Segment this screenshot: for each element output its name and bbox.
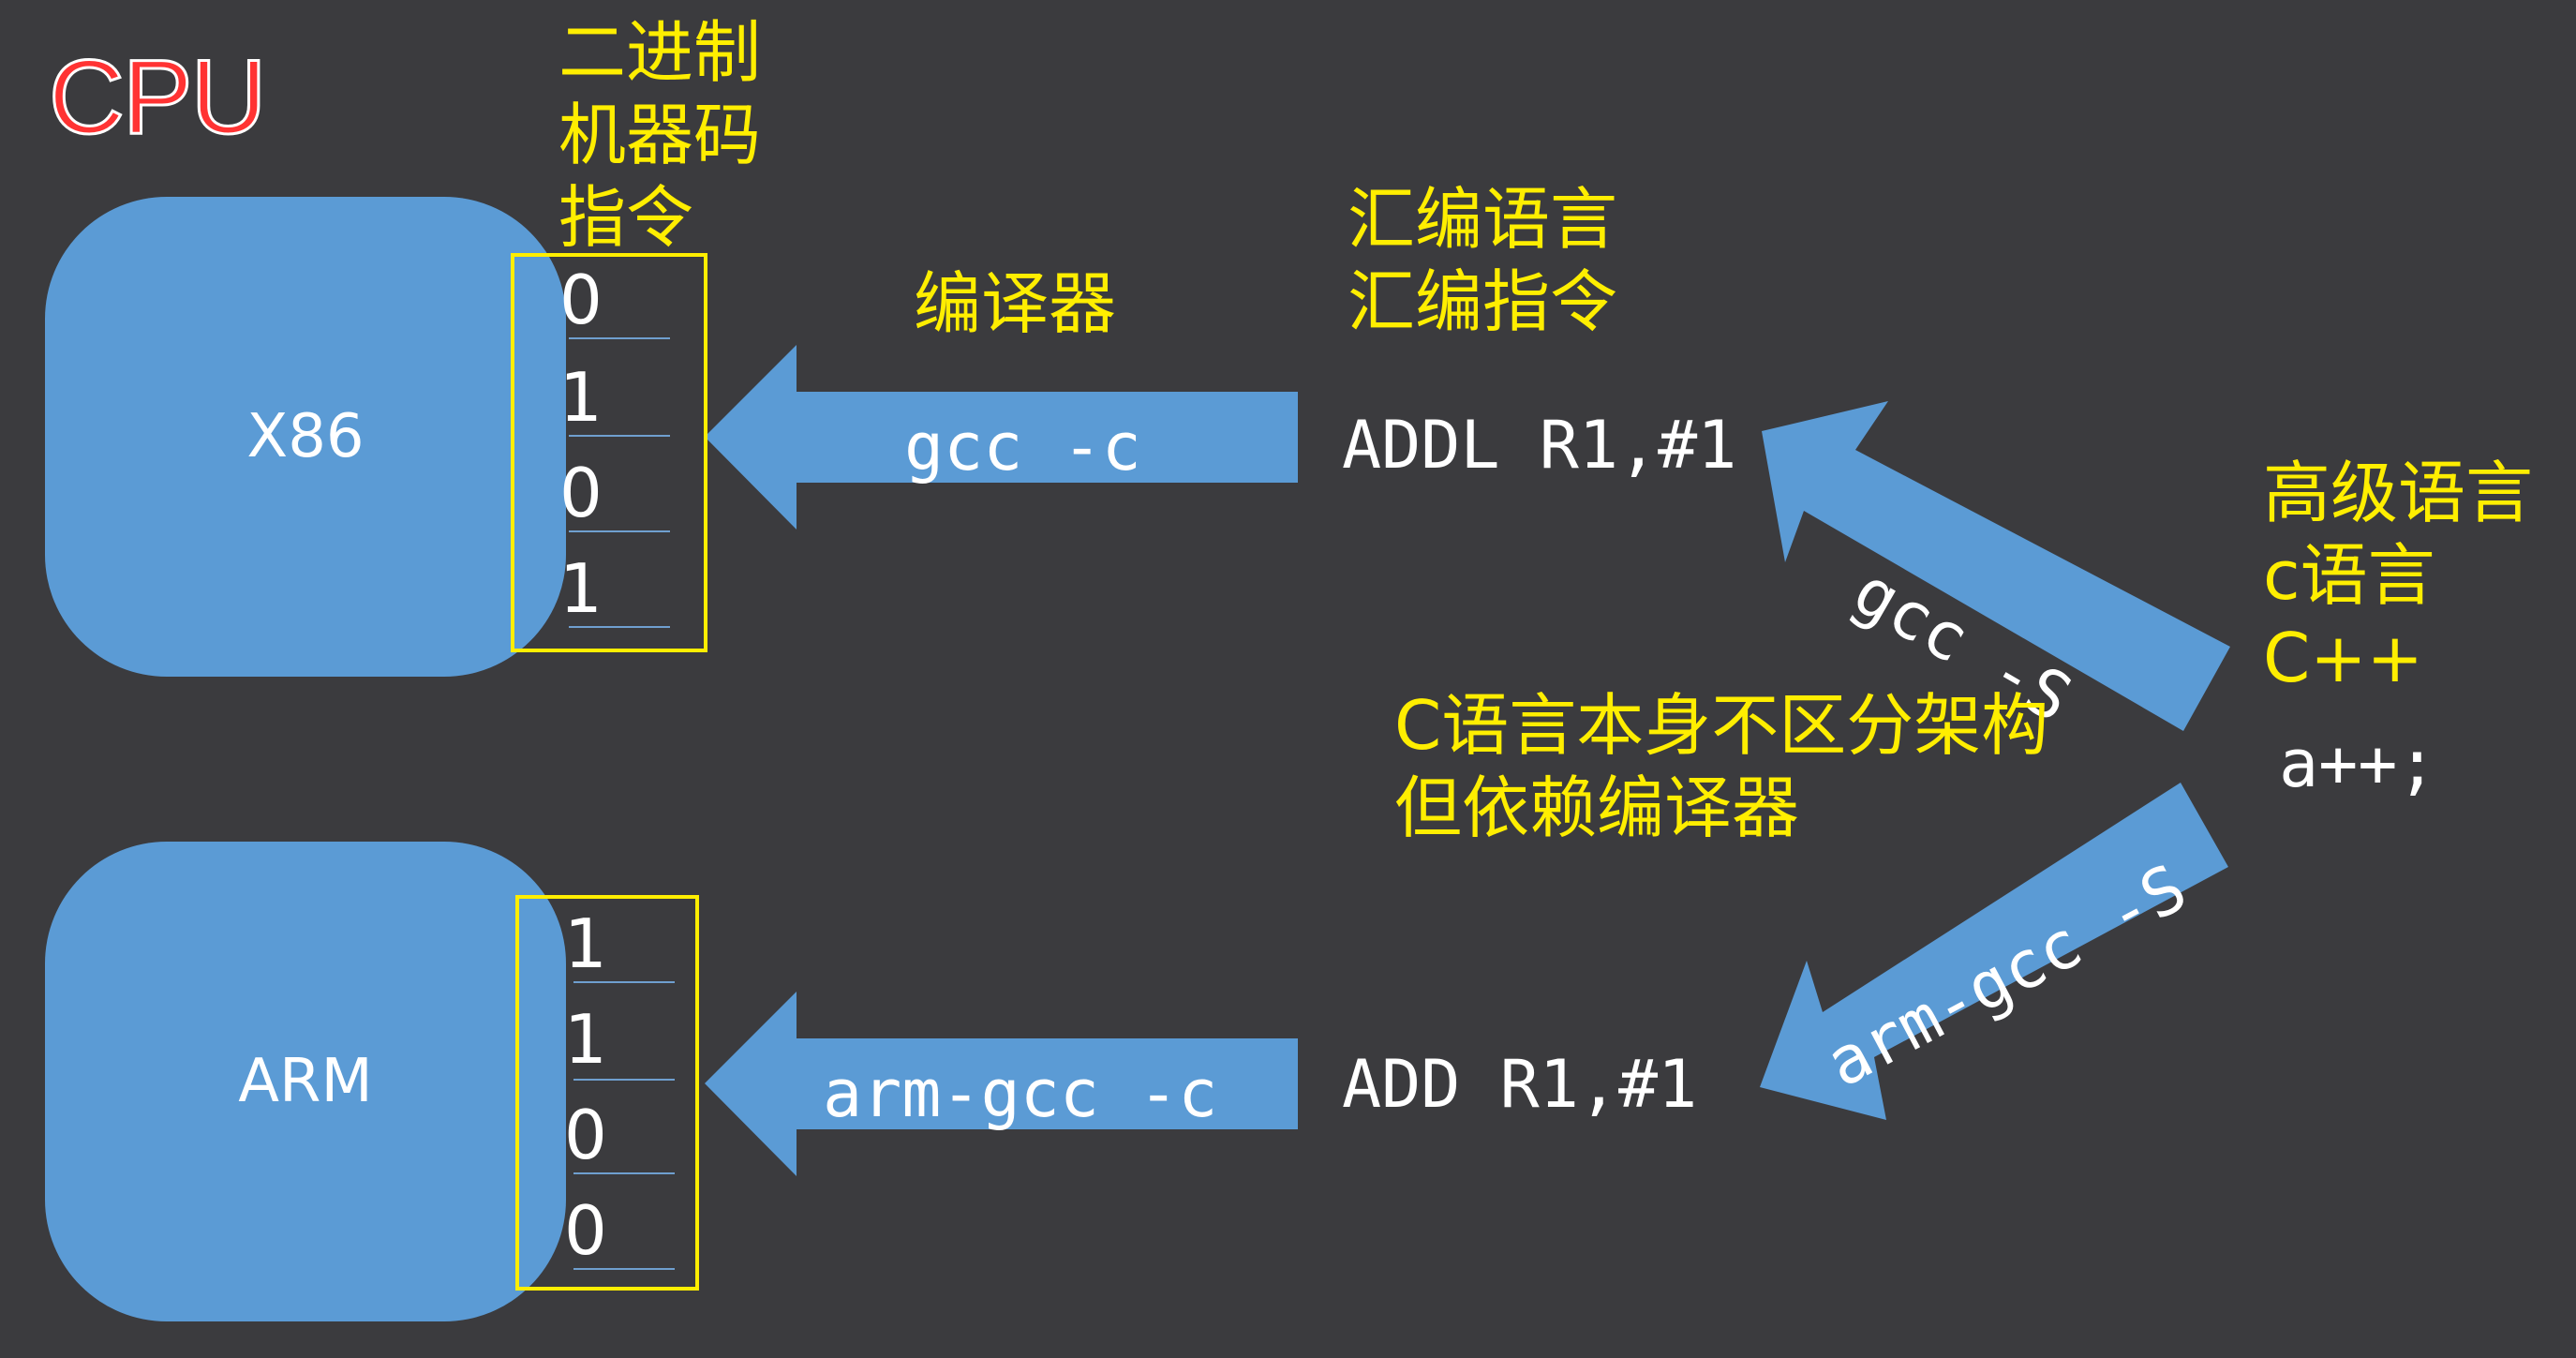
bit-x86-2: 0 <box>559 454 603 532</box>
assembly-label-line-1: 汇编语言 <box>1348 180 1618 259</box>
bit-divider <box>569 626 670 628</box>
bit-divider <box>573 1079 675 1081</box>
code-sample: a++; <box>2279 725 2437 802</box>
bit-divider <box>573 1172 675 1174</box>
cpu-name-arm: ARM <box>238 1047 373 1116</box>
cmd-gcc-c: gcc -c <box>904 409 1141 485</box>
bits-box-arm: 1 1 0 0 <box>515 895 699 1291</box>
binary-label: 二进制 机器码 指令 <box>558 11 761 259</box>
arrow-arm-gcc-c <box>705 992 1298 1176</box>
bit-x86-3: 1 <box>559 549 603 628</box>
asm-instruction-x86: ADDL R1,#1 <box>1342 407 1737 484</box>
high-level-label-line-2: c语言 <box>2263 536 2435 615</box>
cpu-box-arm: ARM <box>45 842 566 1321</box>
bit-divider <box>569 337 670 339</box>
bit-arm-0: 1 <box>564 904 607 983</box>
binary-label-line-2: 机器码 <box>558 96 762 174</box>
high-level-label-line-1: 高级语言 <box>2263 454 2534 532</box>
binary-label-line-3: 指令 <box>558 178 694 257</box>
arrow-gcc-c <box>705 345 1298 530</box>
assembly-label: 汇编语言 汇编指令 <box>1348 178 1617 343</box>
bit-arm-1: 1 <box>564 1000 607 1079</box>
cpu-name-x86: X86 <box>246 402 365 471</box>
architecture-note-line-2: 但依赖编译器 <box>1394 769 1800 847</box>
high-level-label-line-3: C++ <box>2263 619 2423 697</box>
bit-divider <box>573 1268 675 1270</box>
bit-arm-3: 0 <box>564 1191 607 1270</box>
cmd-arm-gcc-c: arm-gcc -c <box>823 1055 1218 1132</box>
architecture-note-line-1: C语言本身不区分架构 <box>1394 686 2049 765</box>
bits-box-x86: 0 1 0 1 <box>511 253 707 652</box>
architecture-note: C语言本身不区分架构 但依赖编译器 <box>1394 684 2048 849</box>
bit-x86-0: 0 <box>559 261 603 339</box>
arrow-arm-gcc-S <box>1760 783 2228 1120</box>
bit-divider <box>573 981 675 983</box>
high-level-label: 高级语言 c语言 C++ <box>2263 452 2533 699</box>
bit-divider <box>569 530 670 532</box>
asm-instruction-arm: ADD R1,#1 <box>1342 1046 1698 1123</box>
bit-divider <box>569 435 670 437</box>
bit-x86-1: 1 <box>559 358 603 437</box>
compiler-label: 编译器 <box>914 264 1117 343</box>
assembly-label-line-2: 汇编指令 <box>1348 262 1618 341</box>
binary-label-line-1: 二进制 <box>558 13 762 92</box>
cpu-box-x86: X86 <box>45 197 566 677</box>
bit-arm-2: 0 <box>564 1096 607 1174</box>
page-title: CPU <box>47 38 267 156</box>
arrow-gcc-S <box>1762 401 2230 731</box>
